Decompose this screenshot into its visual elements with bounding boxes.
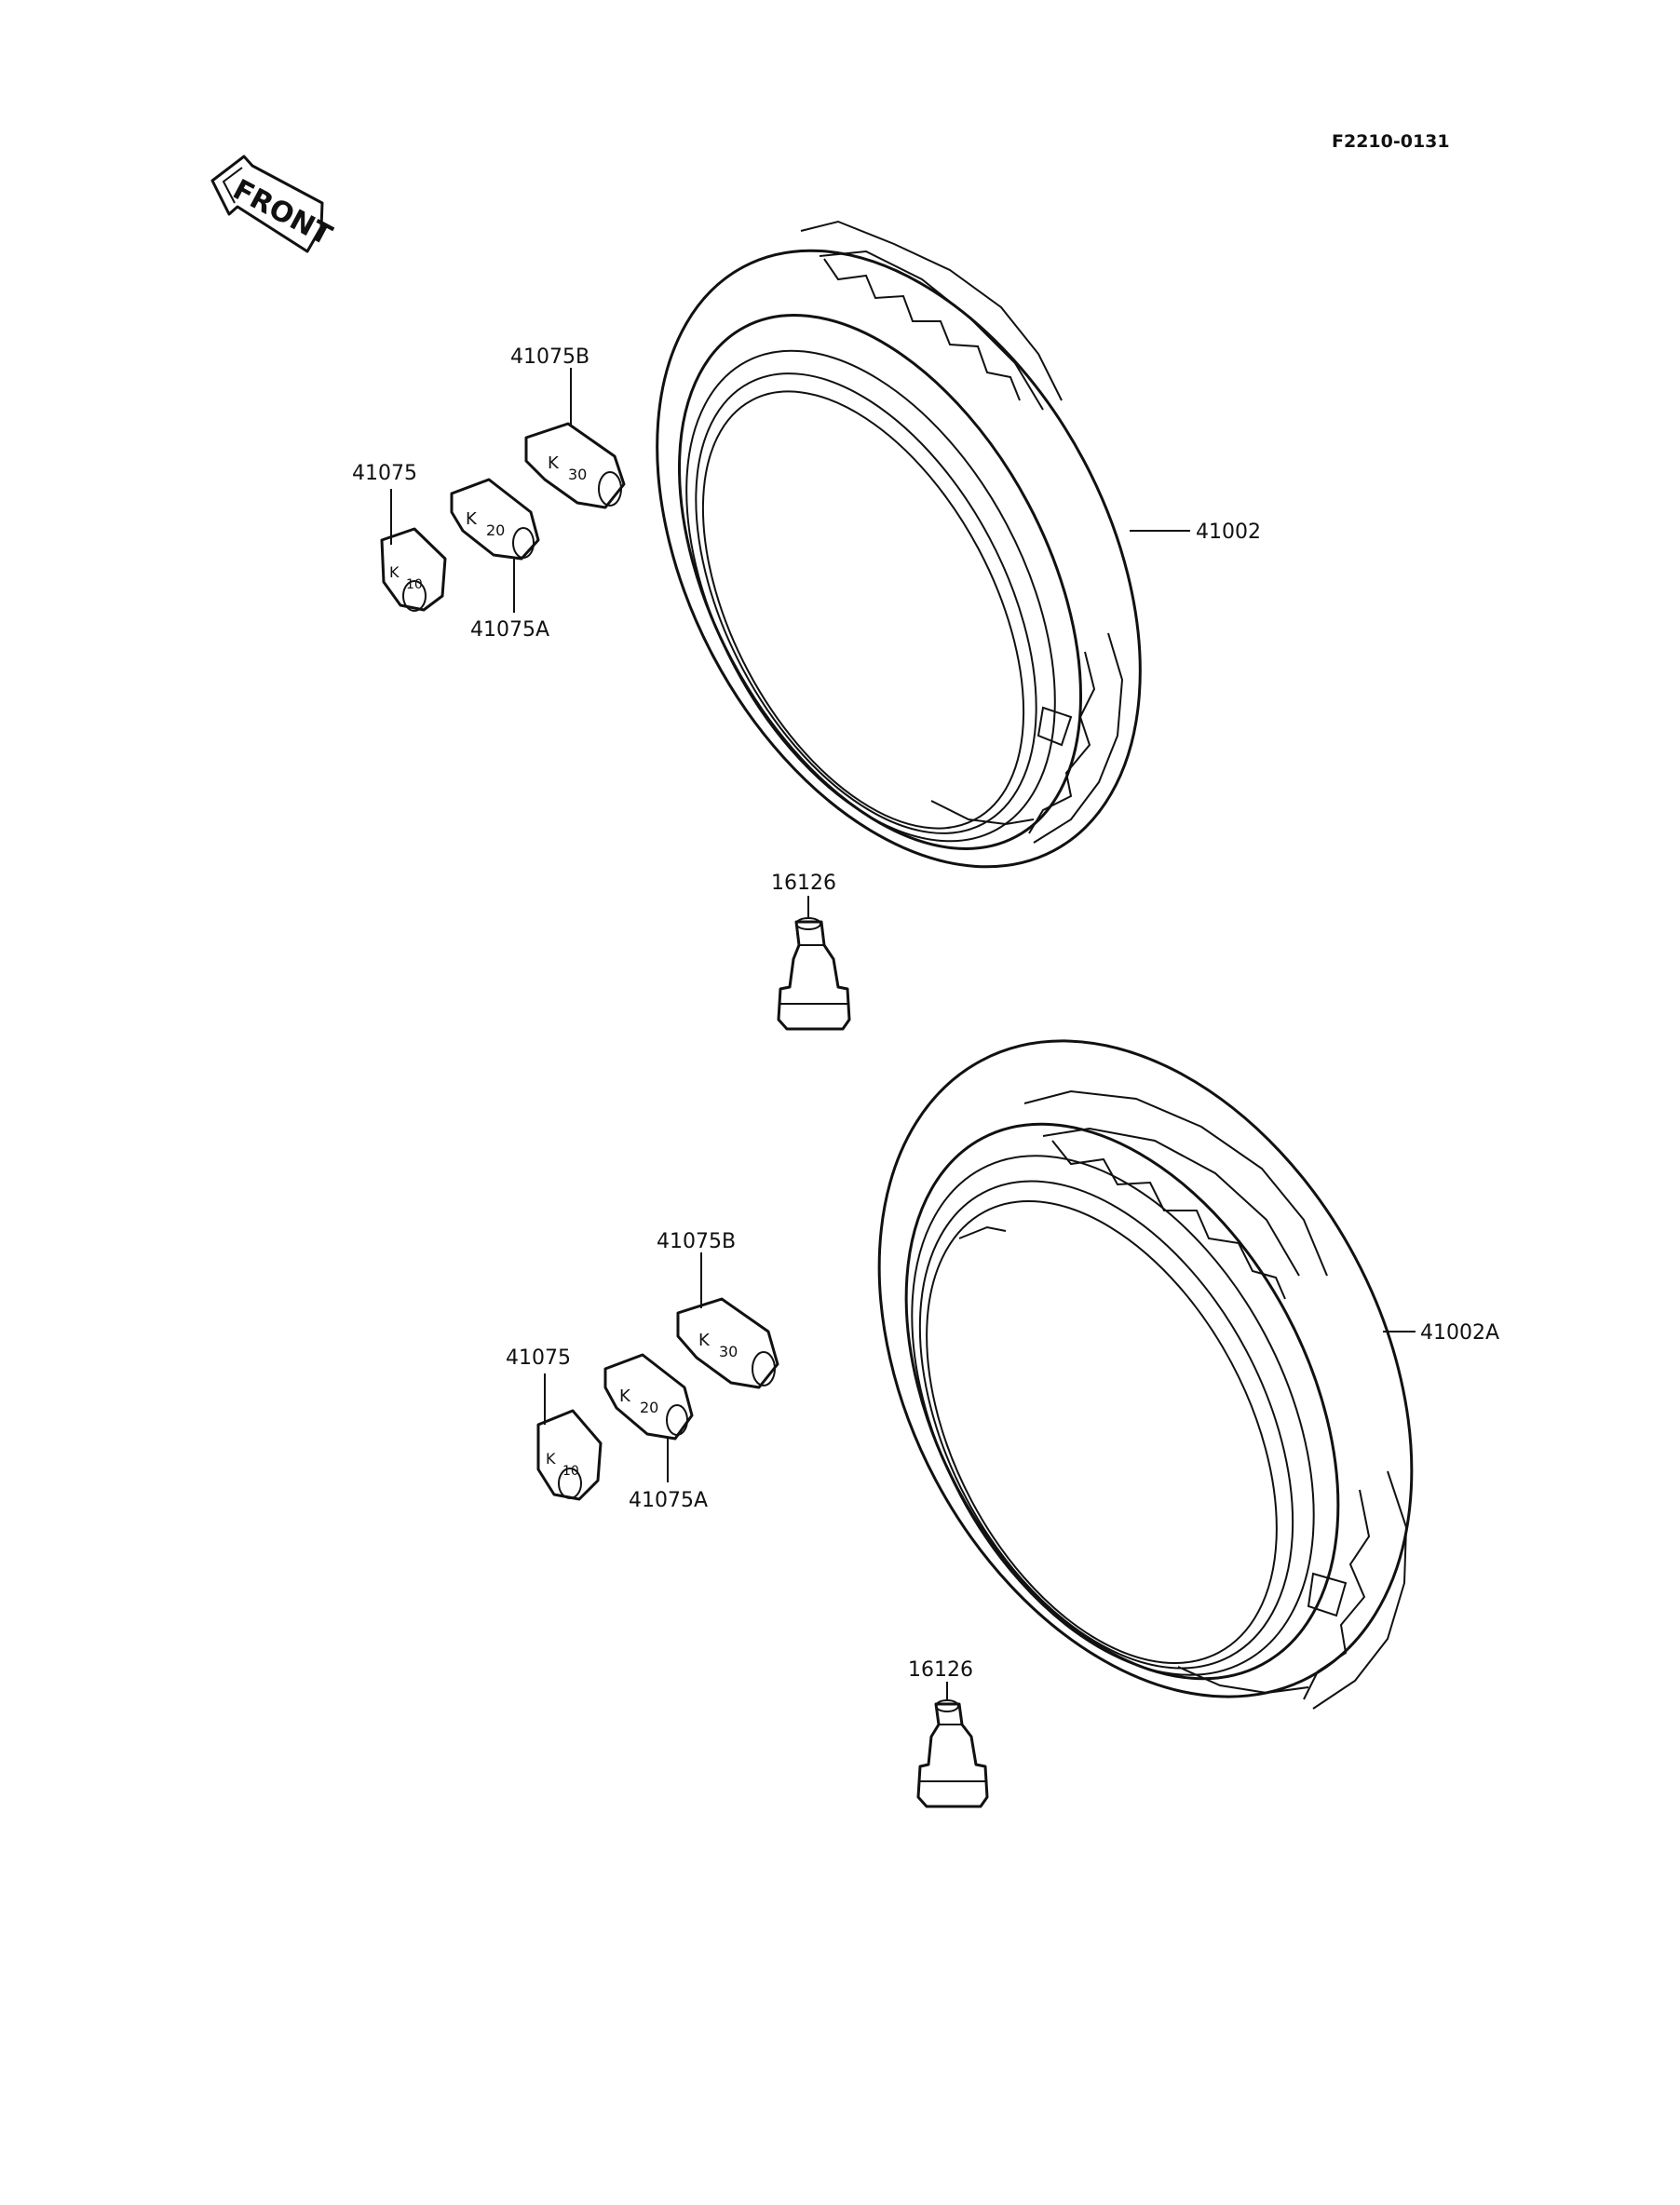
label-upper-weight-b: 41075B [510,345,589,369]
upper-tire [656,220,1142,869]
upper-weight-mark: 10 [406,577,423,592]
upper-weight-b-mark-k: K [548,453,560,473]
lower-weight-mark: 10 [562,1464,579,1479]
lower-weight-a: K 20 [603,1353,694,1441]
label-upper-weight: 41075 [352,462,417,485]
lower-weight-b: K 30 [676,1297,779,1389]
lower-weight-mark-k: K [546,1450,556,1468]
front-arrow-icon: FRONT [210,155,337,253]
label-lower-weight: 41075 [506,1346,571,1370]
label-lower-valve: 16126 [908,1658,973,1682]
upper-weight-a-mark: 20 [486,521,505,539]
upper-weight-a: K 20 [450,478,540,561]
lower-weight: K 10 [536,1409,603,1501]
upper-weight: K 10 [380,527,447,612]
lower-weight-b-mark-k: K [698,1331,711,1350]
diagram-code: F2210-0131 [1332,131,1450,152]
lower-weight-a-mark-k: K [619,1387,631,1406]
upper-weight-a-mark-k: K [466,509,478,529]
lower-tire [877,1039,1414,1710]
lower-valve-icon [916,1699,989,1808]
label-lower-weight-a: 41075A [629,1489,708,1512]
lower-weight-a-mark: 20 [640,1399,658,1416]
label-upper-weight-a: 41075A [470,618,549,642]
label-upper-tire: 41002 [1196,521,1261,544]
label-upper-valve: 16126 [771,872,836,895]
label-lower-tire: 41002A [1420,1321,1499,1345]
upper-weight-mark-k: K [389,563,400,581]
label-lower-weight-b: 41075B [657,1230,736,1253]
upper-valve-icon [777,917,851,1031]
upper-weight-b-mark: 30 [568,466,587,483]
upper-weight-b: K 30 [524,422,626,509]
lower-weight-b-mark: 30 [719,1343,738,1360]
